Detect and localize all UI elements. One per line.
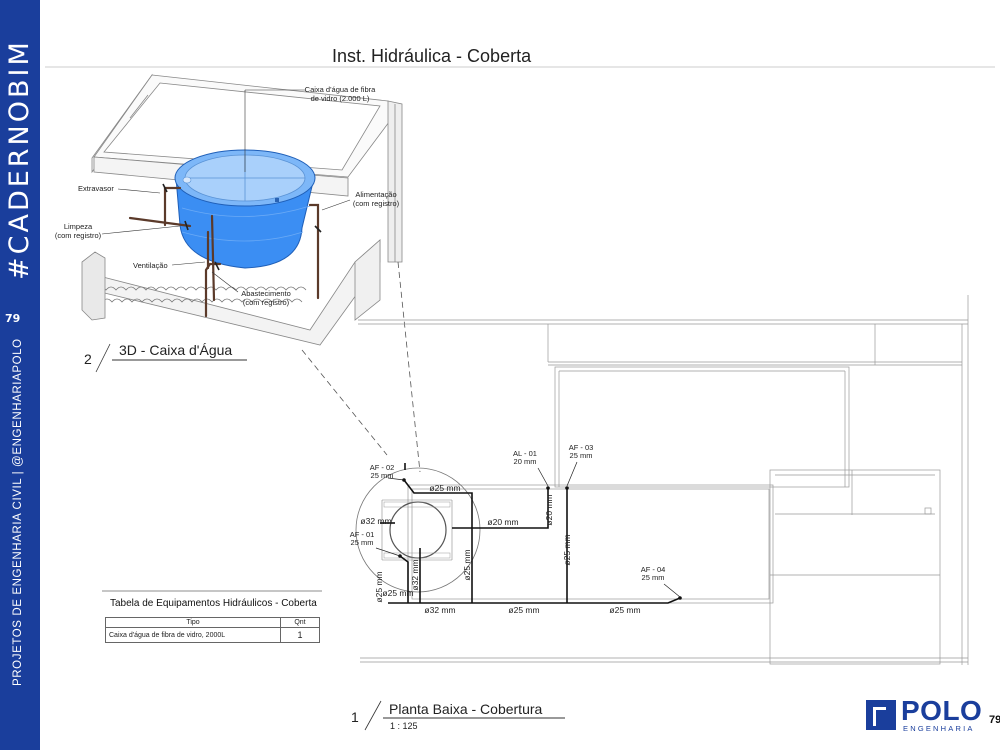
dim-25-vertical-mid: ø25 mm (462, 549, 472, 580)
view-3d-title-text: 3D - Caixa d'Água (119, 342, 232, 358)
dim-20-horizontal: ø20 mm (487, 517, 518, 527)
label-limpeza-1: Limpeza (64, 222, 93, 231)
sidebar-page-number: 79 (5, 312, 21, 325)
dim-25-bottom-right: ø25 mm (609, 605, 640, 615)
label-abastecimento-1: Abastecimento (241, 289, 291, 298)
label-limpeza-2: (com registro) (55, 231, 102, 240)
pipe-valves (162, 183, 322, 271)
tag-af01-size: 25 mm (351, 538, 374, 547)
tag-leaders (375, 461, 681, 598)
view-3d-title: 2 3D - Caixa d'Água (84, 342, 247, 373)
table-header-row: Tipo Qnt (105, 617, 320, 628)
page-title: Inst. Hidráulica - Coberta (332, 46, 532, 66)
tank-plan (355, 467, 481, 593)
tag-af03-name: AF - 03 (569, 443, 594, 452)
plan-title: 1 Planta Baixa - Cobertura 1 : 125 (351, 700, 565, 731)
cell-qnt: 1 (280, 627, 320, 643)
dim-25-vertical-left: ø25 mm (374, 571, 384, 602)
equipment-table: Tipo Qnt Caixa d'água de fibra de vidro,… (105, 617, 320, 643)
dim-25-bottom-left: ø25 mm (382, 588, 413, 598)
polo-logo-mark (866, 700, 896, 730)
label-abastecimento-2: (com registro) (243, 298, 290, 307)
polo-logo: POLO ENGENHARIA (866, 695, 982, 735)
label-extravasor: Extravasor (78, 184, 114, 193)
col-header-qnt: Qnt (280, 617, 320, 628)
water-tank-3d (174, 149, 316, 269)
labels-3d: Caixa d'água de fibra de vidro (2.000 L)… (55, 85, 400, 307)
pipe-endpoints (398, 478, 682, 600)
cell-tipo: Caixa d'água de fibra de vidro, 2000L (105, 627, 281, 643)
plan-building (358, 295, 969, 665)
tag-af04-size: 25 mm (642, 573, 665, 582)
table-row: Caixa d'água de fibra de vidro, 2000L 1 (105, 627, 320, 643)
dim-25-vertical-af03: ø25 mm (562, 534, 572, 565)
dim-32-vertical: ø32 mm (410, 559, 420, 590)
dim-32-bottom: ø32 mm (424, 605, 455, 615)
logo-name: POLO (901, 695, 983, 726)
label-tank-1: Caixa d'água de fibra (305, 85, 376, 94)
dim-25-top: ø25 mm (429, 483, 460, 493)
projection-lines (301, 261, 421, 473)
pipe-network (380, 463, 681, 604)
page-number: 79 (989, 714, 1000, 726)
tag-af04-name: AF - 04 (641, 565, 666, 574)
tag-af02-name: AF - 02 (370, 463, 395, 472)
tag-al01-size: 20 mm (514, 457, 537, 466)
view-3d-caixa (81, 73, 403, 346)
logo-subtitle: ENGENHARIA (903, 724, 975, 733)
plan-scale: 1 : 125 (390, 721, 418, 731)
label-alimentacao-2: (com registro) (353, 199, 400, 208)
leader-lines-3d (101, 89, 351, 293)
label-ventilacao: Ventilação (133, 261, 168, 270)
plan-title-text: Planta Baixa - Cobertura (389, 701, 543, 717)
equipment-table-title: Tabela de Equipamentos Hidráulicos - Cob… (110, 598, 317, 609)
pipe-tags: AF - 02 25 mm AF - 01 25 mm AL - 01 20 m… (350, 443, 666, 582)
dim-32-left: ø32 mm (360, 516, 391, 526)
tag-af03-size: 25 mm (570, 451, 593, 460)
col-header-tipo: Tipo (105, 617, 281, 628)
tag-al01-name: AL - 01 (513, 449, 537, 458)
dim-20-vertical: ø20 mm (544, 494, 554, 525)
view-3d-number: 2 (84, 351, 92, 367)
label-alimentacao-1: Alimentação (355, 190, 396, 199)
pipe-diameters: ø25 mm ø32 mm ø20 mm ø20 mm ø25 mm ø25 m… (360, 483, 640, 615)
dim-25-bottom-mid: ø25 mm (508, 605, 539, 615)
label-tank-2: de vidro (2.000 L) (311, 94, 370, 103)
tag-af02-size: 25 mm (371, 471, 394, 480)
sidebar: #CADERNOBIM 79 PROJETOS DE ENGENHARIA CI… (0, 0, 40, 750)
tag-af01-name: AF - 01 (350, 530, 375, 539)
plan-number: 1 (351, 709, 359, 725)
